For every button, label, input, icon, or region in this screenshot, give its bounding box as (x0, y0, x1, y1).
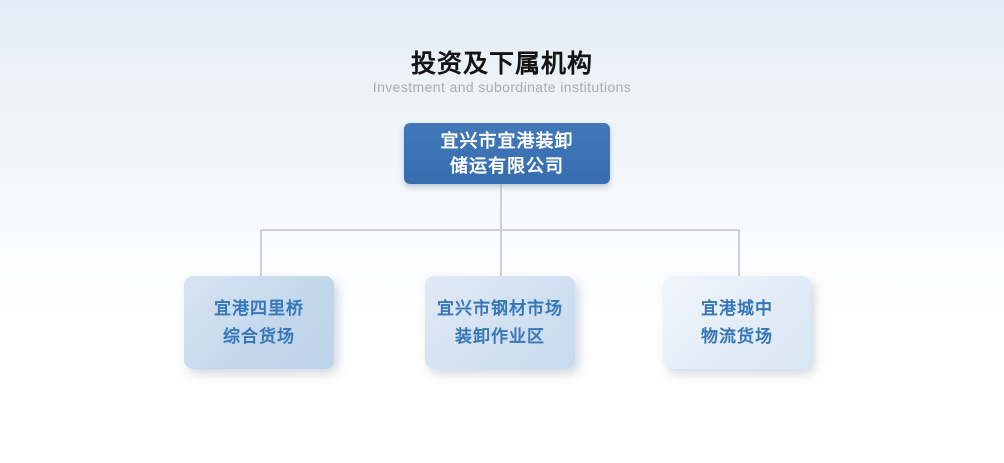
connector-drop-child-2 (500, 229, 502, 277)
connector-drop-child-1 (260, 229, 262, 277)
org-node-child-3: 宜港城中 物流货场 (663, 276, 811, 369)
org-node-child-2-line2: 装卸作业区 (455, 326, 545, 346)
org-node-child-3-line2: 物流货场 (701, 326, 773, 346)
org-node-child-1: 宜港四里桥 综合货场 (184, 276, 334, 369)
org-node-child-2-line1: 宜兴市钢材市场 (437, 298, 563, 318)
page-subtitle: Investment and subordinate institutions (372, 79, 632, 95)
org-node-child-1-line2: 综合货场 (223, 326, 295, 346)
org-node-root: 宜兴市宜港装卸 储运有限公司 (404, 123, 610, 184)
org-node-child-2: 宜兴市钢材市场 装卸作业区 (425, 276, 575, 369)
page-title: 投资及下属机构 (410, 50, 593, 78)
org-node-child-1-line1: 宜港四里桥 (214, 298, 304, 318)
org-node-child-3-line1: 宜港城中 (701, 298, 773, 318)
org-node-root-line2: 储运有限公司 (450, 155, 564, 176)
connector-drop-child-3 (738, 229, 740, 277)
connector-root-stub (500, 184, 502, 230)
org-node-root-line1: 宜兴市宜港装卸 (440, 130, 574, 151)
